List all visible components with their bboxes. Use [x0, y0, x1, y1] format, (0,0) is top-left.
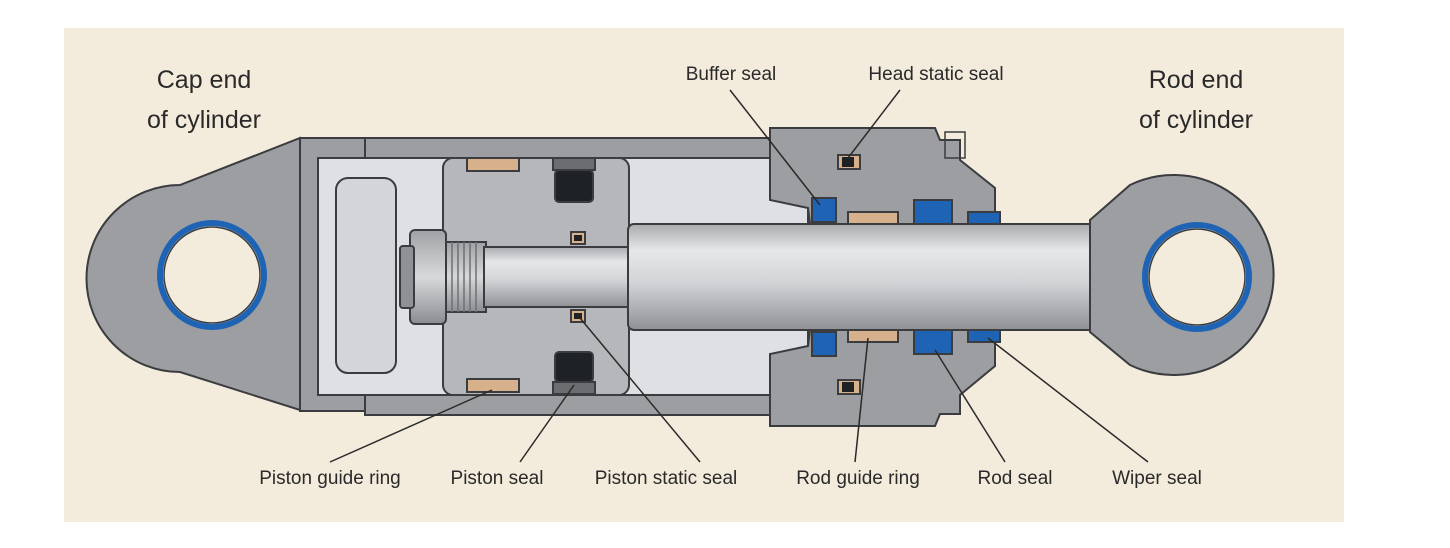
piston-seal-bottom	[554, 351, 594, 383]
buffer-seal-label: Buffer seal	[686, 64, 776, 85]
rod-guide-ring-bottom	[847, 329, 899, 343]
rod-seal-top	[913, 199, 953, 225]
piston-seal-top	[554, 169, 594, 203]
piston-guide-ring-top	[466, 157, 520, 172]
piston-guide-ring-label: Piston guide ring	[259, 468, 401, 489]
buffer-seal-top	[811, 197, 837, 223]
piston-rod	[483, 223, 1099, 331]
rod-end-head	[769, 127, 1001, 427]
rod-nut	[399, 229, 487, 325]
head-static-seal-label: Head static seal	[868, 64, 1003, 85]
cap-end-label-line2: of cylinder	[147, 106, 261, 134]
rod-end-label-line2: of cylinder	[1139, 106, 1253, 134]
rod-end-label-line1: Rod end	[1149, 66, 1244, 94]
rod-seal-bottom	[913, 329, 953, 355]
wiper-seal-top	[967, 211, 1001, 225]
rod-guide-ring-label: Rod guide ring	[796, 468, 920, 489]
piston-seal-label: Piston seal	[451, 468, 544, 489]
wiper-seal-bottom	[967, 329, 1001, 343]
piston-static-seal-label: Piston static seal	[595, 468, 738, 489]
rod-guide-ring-top	[847, 211, 899, 225]
wiper-seal-label: Wiper seal	[1112, 468, 1202, 489]
piston-guide-ring-bottom	[466, 378, 520, 393]
rod-seal-label: Rod seal	[978, 468, 1053, 489]
leader-lines	[329, 89, 1149, 463]
buffer-seal-bottom	[811, 331, 837, 357]
cap-end-label-line1: Cap end	[157, 66, 252, 94]
rod-end-eye	[1089, 174, 1275, 376]
